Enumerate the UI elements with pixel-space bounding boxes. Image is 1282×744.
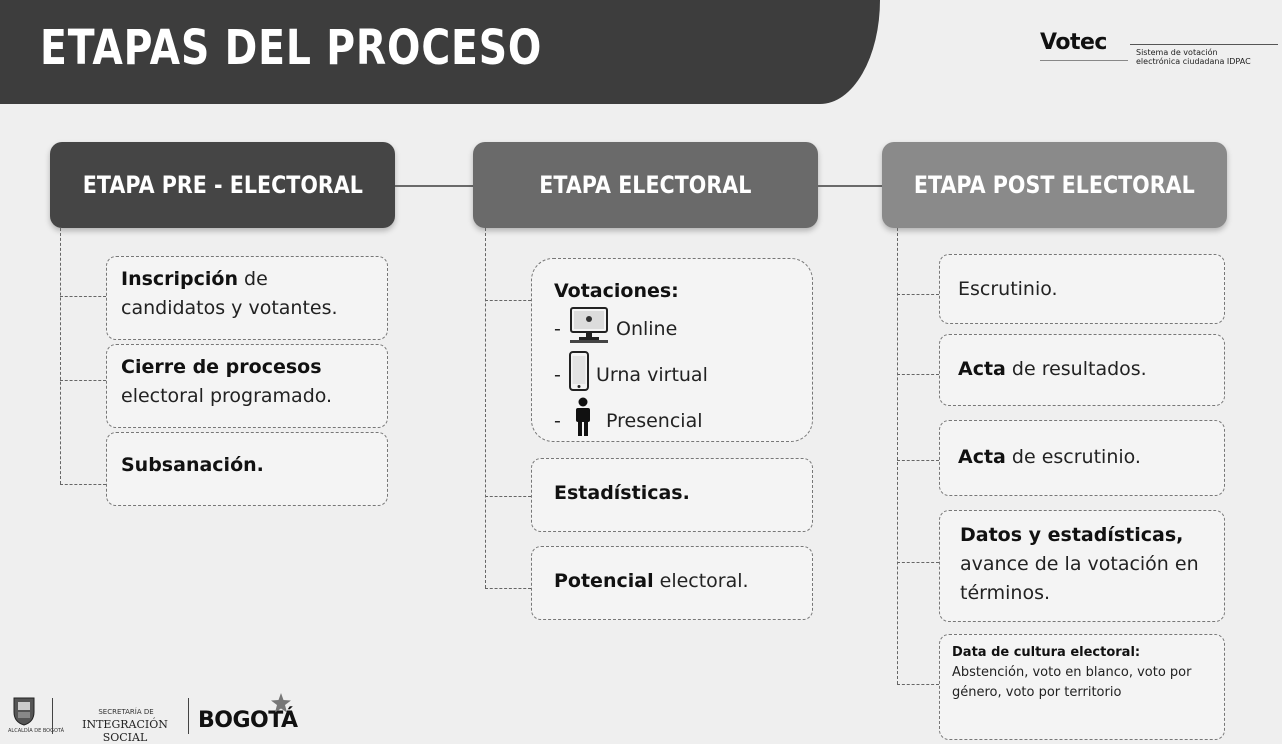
page-title: ETAPAS DEL PROCESO xyxy=(40,20,543,76)
tree-line xyxy=(897,228,898,684)
person-icon xyxy=(574,397,592,446)
card-bold: Acta xyxy=(958,358,1006,380)
logo-word: Votec xyxy=(1040,30,1107,55)
footer-logos: ALCALDÍA DE BOGOTÁ SECRETARÍA DE INTEGRA… xyxy=(8,690,308,744)
tree-branch xyxy=(897,294,939,295)
card-text: Abstención, voto en blanco, voto por gén… xyxy=(952,665,1192,700)
card-datos-estadisticas: Datos y estadísticas, avance de la votac… xyxy=(939,510,1225,622)
tree-branch xyxy=(897,374,939,375)
card-bold: Data de cultura electoral: xyxy=(952,645,1141,660)
card-text: Escrutinio. xyxy=(958,278,1058,300)
vote-dash: - xyxy=(554,317,561,340)
stage-title-post: ETAPA POST ELECTORAL xyxy=(914,171,1195,199)
tree-branch xyxy=(897,562,939,563)
card-bold: Subsanación. xyxy=(121,454,264,476)
card-bold: Cierre de procesos xyxy=(121,356,322,378)
card-bold: Estadísticas. xyxy=(554,482,690,504)
tree-branch xyxy=(60,380,106,381)
stage-header-pre-electoral: ETAPA PRE - ELECTORAL xyxy=(50,142,395,228)
card-acta-resultados: Acta de resultados. xyxy=(939,334,1225,406)
card-text: electoral programado. xyxy=(121,385,333,407)
card-text: de resultados. xyxy=(1005,358,1147,380)
vote-option-label: Urna virtual xyxy=(596,363,708,386)
footer-divider xyxy=(52,698,53,734)
connector-line xyxy=(818,185,882,187)
vote-option-label: Presencial xyxy=(606,409,703,432)
tree-branch xyxy=(60,484,106,485)
card-subsanacion: Subsanación. xyxy=(106,432,388,506)
logo-tagline: Sistema de votación electrónica ciudadan… xyxy=(1136,48,1282,66)
card-text: electoral. xyxy=(653,570,749,592)
connector-line xyxy=(395,185,473,187)
tree-branch xyxy=(485,588,531,589)
shield-icon xyxy=(12,696,36,726)
tree-line xyxy=(60,228,61,484)
logo-divider xyxy=(1130,44,1278,45)
phone-icon xyxy=(568,350,590,400)
monitor-icon xyxy=(568,306,610,353)
stage-header-electoral: ETAPA ELECTORAL xyxy=(473,142,818,228)
votec-logo: Votec Sistema de votación electrónica ci… xyxy=(1040,30,1280,70)
vote-dash: - xyxy=(554,409,561,432)
card-estadisticas: Estadísticas. xyxy=(531,458,813,532)
card-inscripcion: Inscripción de candidatos y votantes. xyxy=(106,256,388,340)
footer-secretaria: SECRETARÍA DE xyxy=(98,708,154,716)
vote-option-presencial: - Presencial xyxy=(554,397,790,446)
tree-branch xyxy=(485,496,531,497)
shield-label: ALCALDÍA DE BOGOTÁ xyxy=(8,728,65,734)
card-bold: Inscripción xyxy=(121,268,239,290)
card-text: avance de la votación en términos. xyxy=(960,553,1199,604)
tree-branch xyxy=(60,296,106,297)
footer-integracion: INTEGRACIÓN SOCIAL xyxy=(82,718,168,744)
vote-dash: - xyxy=(554,363,561,386)
stage-title-electoral: ETAPA ELECTORAL xyxy=(539,171,752,199)
card-potencial: Potencial electoral. xyxy=(531,546,813,620)
card-cultura-electoral: Data de cultura electoral: Abstención, v… xyxy=(939,634,1225,740)
tree-branch xyxy=(897,460,939,461)
stage-title-pre: ETAPA PRE - ELECTORAL xyxy=(82,171,363,199)
logo-tagline-line-2: electrónica ciudadana IDPAC xyxy=(1136,57,1251,66)
star-icon xyxy=(270,692,292,714)
card-bold: Datos y estadísticas, xyxy=(960,524,1184,546)
card-escrutinio: Escrutinio. xyxy=(939,254,1225,324)
card-bold: Acta xyxy=(958,446,1006,468)
tree-branch xyxy=(485,300,531,301)
card-votaciones: Votaciones: - Online - Urna virtual xyxy=(531,258,813,442)
logo-tagline-line-1: Sistema de votación xyxy=(1136,48,1218,57)
tree-branch xyxy=(897,684,939,685)
vote-option-urna: - Urna virtual xyxy=(554,350,790,400)
stage-header-post-electoral: ETAPA POST ELECTORAL xyxy=(882,142,1227,228)
card-bold: Potencial xyxy=(554,570,654,592)
tree-line xyxy=(485,228,486,588)
footer-bogota: BOGOTÁ xyxy=(198,708,298,733)
vote-option-online: - Online xyxy=(554,306,790,352)
card-text: de escrutinio. xyxy=(1005,446,1141,468)
card-text: de candidatos y votantes. xyxy=(121,268,338,319)
title-banner: ETAPAS DEL PROCESO xyxy=(0,0,880,104)
footer-divider xyxy=(188,698,189,734)
logo-underline xyxy=(1040,60,1128,61)
card-acta-escrutinio: Acta de escrutinio. xyxy=(939,420,1225,496)
vote-option-label: Online xyxy=(616,317,678,340)
votaciones-label: Votaciones: xyxy=(554,280,679,302)
card-cierre: Cierre de procesos electoral programado. xyxy=(106,344,388,428)
